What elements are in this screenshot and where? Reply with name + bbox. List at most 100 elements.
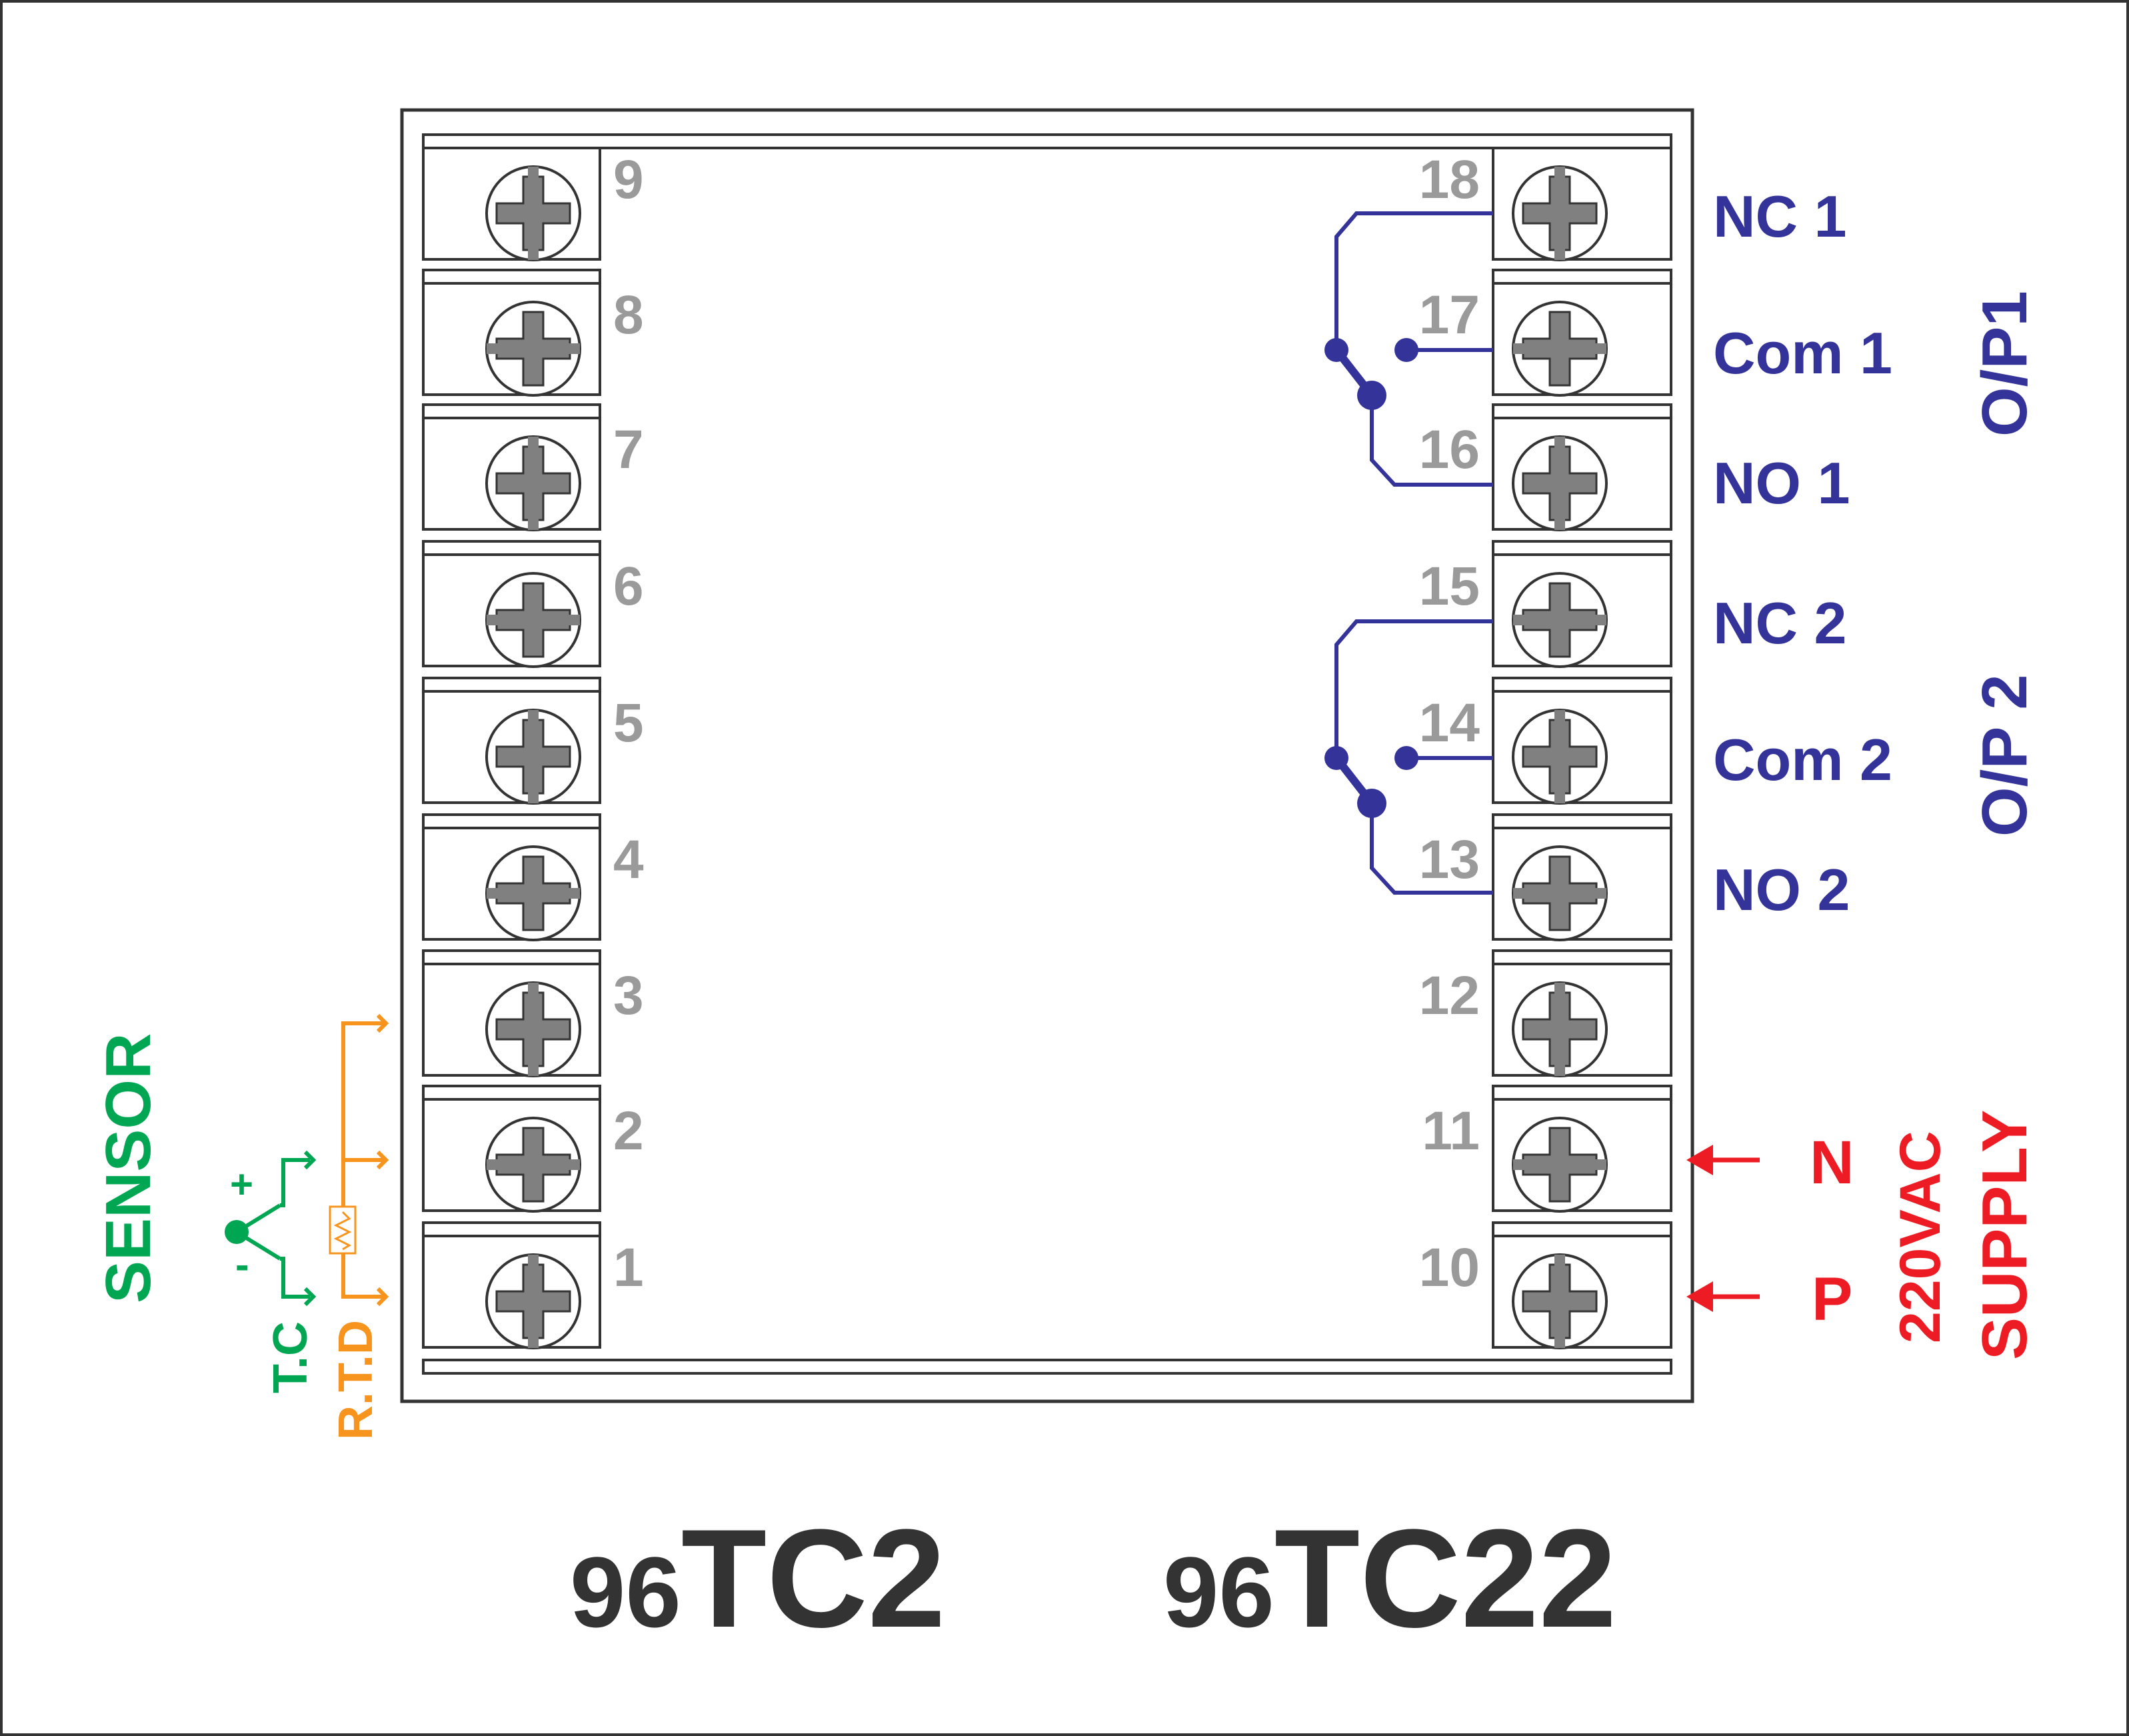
terminal-number: 16 (1419, 419, 1480, 480)
screw-icon[interactable] (1512, 1253, 1608, 1349)
terminal-separator (422, 1085, 601, 1101)
terminal-6[interactable]: 6 (422, 540, 644, 668)
terminal-number: 7 (613, 419, 644, 480)
terminal-number: 4 (613, 829, 644, 890)
screw-icon[interactable] (485, 572, 581, 668)
label-tc: T.C (264, 1321, 317, 1393)
terminal-separator (422, 540, 601, 556)
terminal-5[interactable]: 5 (422, 677, 644, 805)
label-rtd: R.T.D (329, 1320, 383, 1440)
screw-icon[interactable] (1512, 709, 1608, 805)
terminal-separator (1492, 1085, 1672, 1101)
terminal-separator (422, 269, 601, 285)
model-96tc22: 96TC22 (1163, 1500, 1616, 1657)
right-terminal-column: 18 17 16 15 14 13 12 11 10 (1419, 147, 1672, 1349)
terminal-2[interactable]: 2 (422, 1085, 644, 1213)
rtd-zigzag (333, 1211, 352, 1251)
label-tc-plus: + (230, 1162, 253, 1207)
terminal-separator (422, 813, 601, 829)
label-sensor: SENSOR (93, 1033, 164, 1303)
terminal-15[interactable]: 15 (1419, 540, 1672, 668)
terminal-number: 18 (1419, 149, 1480, 210)
terminal-separator (422, 1221, 601, 1237)
terminal-number: 6 (613, 556, 644, 617)
rtd-symbol (341, 1013, 389, 1307)
screw-icon[interactable] (1512, 1117, 1608, 1213)
model-96tc2-suffix: TC2 (681, 1500, 946, 1657)
model-96tc22-prefix: 96 (1163, 1536, 1274, 1648)
label-no2: NO 2 (1713, 857, 1850, 923)
terminal-number: 11 (1422, 1101, 1480, 1161)
terminal-separator (1492, 949, 1672, 965)
screw-icon[interactable] (1512, 572, 1608, 668)
screw-icon[interactable] (1512, 165, 1608, 261)
terminal-number: 12 (1419, 965, 1480, 1026)
terminal-block-body (400, 108, 1694, 1403)
label-supply-n: N (1810, 1129, 1854, 1197)
terminal-17[interactable]: 17 (1419, 269, 1672, 397)
terminal-separator (1492, 403, 1672, 419)
terminal-number: 2 (613, 1101, 644, 1161)
label-supply: SUPPLY (1969, 1110, 2040, 1360)
terminal-4[interactable]: 4 (422, 813, 644, 941)
terminal-number: 10 (1419, 1237, 1480, 1298)
screw-icon[interactable] (485, 435, 581, 531)
label-com2: Com 2 (1713, 727, 1892, 793)
screw-icon[interactable] (485, 845, 581, 941)
screw-icon[interactable] (485, 709, 581, 805)
terminal-number: 3 (613, 965, 644, 1026)
screw-icon[interactable] (1512, 301, 1608, 397)
terminal-separator (422, 677, 601, 693)
model-96tc22-suffix: TC22 (1274, 1500, 1617, 1657)
screw-icon[interactable] (485, 301, 581, 397)
terminal-number: 13 (1419, 829, 1480, 890)
terminal-separator (1492, 1221, 1672, 1237)
terminal-11[interactable]: 11 (1422, 1085, 1672, 1213)
supply-arrows (1686, 1145, 1760, 1312)
terminal-number: 15 (1419, 556, 1480, 617)
terminal-8[interactable]: 8 (422, 269, 644, 397)
label-op1: O/P1 (1969, 291, 2040, 437)
screw-icon[interactable] (1512, 981, 1608, 1077)
terminal-12[interactable]: 12 (1419, 949, 1672, 1077)
terminal-3[interactable]: 3 (422, 949, 644, 1077)
terminal-number: 9 (613, 149, 644, 210)
label-tc-minus: - (235, 1242, 249, 1288)
terminal-number: 1 (613, 1237, 644, 1298)
terminal-18[interactable]: 18 (1419, 147, 1672, 261)
terminal-1[interactable]: 1 (422, 1221, 644, 1349)
screw-icon[interactable] (485, 981, 581, 1077)
screw-icon[interactable] (485, 1253, 581, 1349)
terminal-separator (1492, 269, 1672, 285)
terminal-14[interactable]: 14 (1419, 677, 1672, 805)
terminal-number: 17 (1419, 285, 1480, 345)
label-supply-voltage: 220VAC (1888, 1131, 1952, 1343)
terminal-separator (422, 949, 601, 965)
label-nc1: NC 1 (1713, 183, 1847, 249)
thermocouple-junction (225, 1220, 249, 1244)
model-96tc2: 96TC2 (570, 1500, 946, 1657)
bottom-rail (422, 1359, 1672, 1375)
terminal-number: 14 (1419, 693, 1480, 753)
top-rail (422, 133, 1672, 149)
relay-2-contacts (1324, 746, 1418, 818)
label-no1: NO 1 (1713, 450, 1850, 516)
left-terminal-column: 9 8 7 6 5 4 3 2 1 (422, 147, 644, 1349)
terminal-16[interactable]: 16 (1419, 403, 1672, 531)
screw-icon[interactable] (1512, 845, 1608, 941)
terminal-7[interactable]: 7 (422, 403, 644, 531)
terminal-separator (422, 403, 601, 419)
screw-icon[interactable] (485, 1117, 581, 1213)
terminal-9[interactable]: 9 (422, 147, 644, 261)
terminal-10[interactable]: 10 (1419, 1221, 1672, 1349)
terminal-separator (1492, 540, 1672, 556)
label-nc2: NC 2 (1713, 590, 1847, 656)
terminal-13[interactable]: 13 (1419, 813, 1672, 941)
relay-1-contacts (1324, 338, 1418, 410)
rtd-resistor (329, 1205, 357, 1255)
screw-icon[interactable] (1512, 435, 1608, 531)
screw-icon[interactable] (485, 165, 581, 261)
label-com1: Com 1 (1713, 320, 1892, 386)
model-96tc2-prefix: 96 (570, 1536, 681, 1648)
